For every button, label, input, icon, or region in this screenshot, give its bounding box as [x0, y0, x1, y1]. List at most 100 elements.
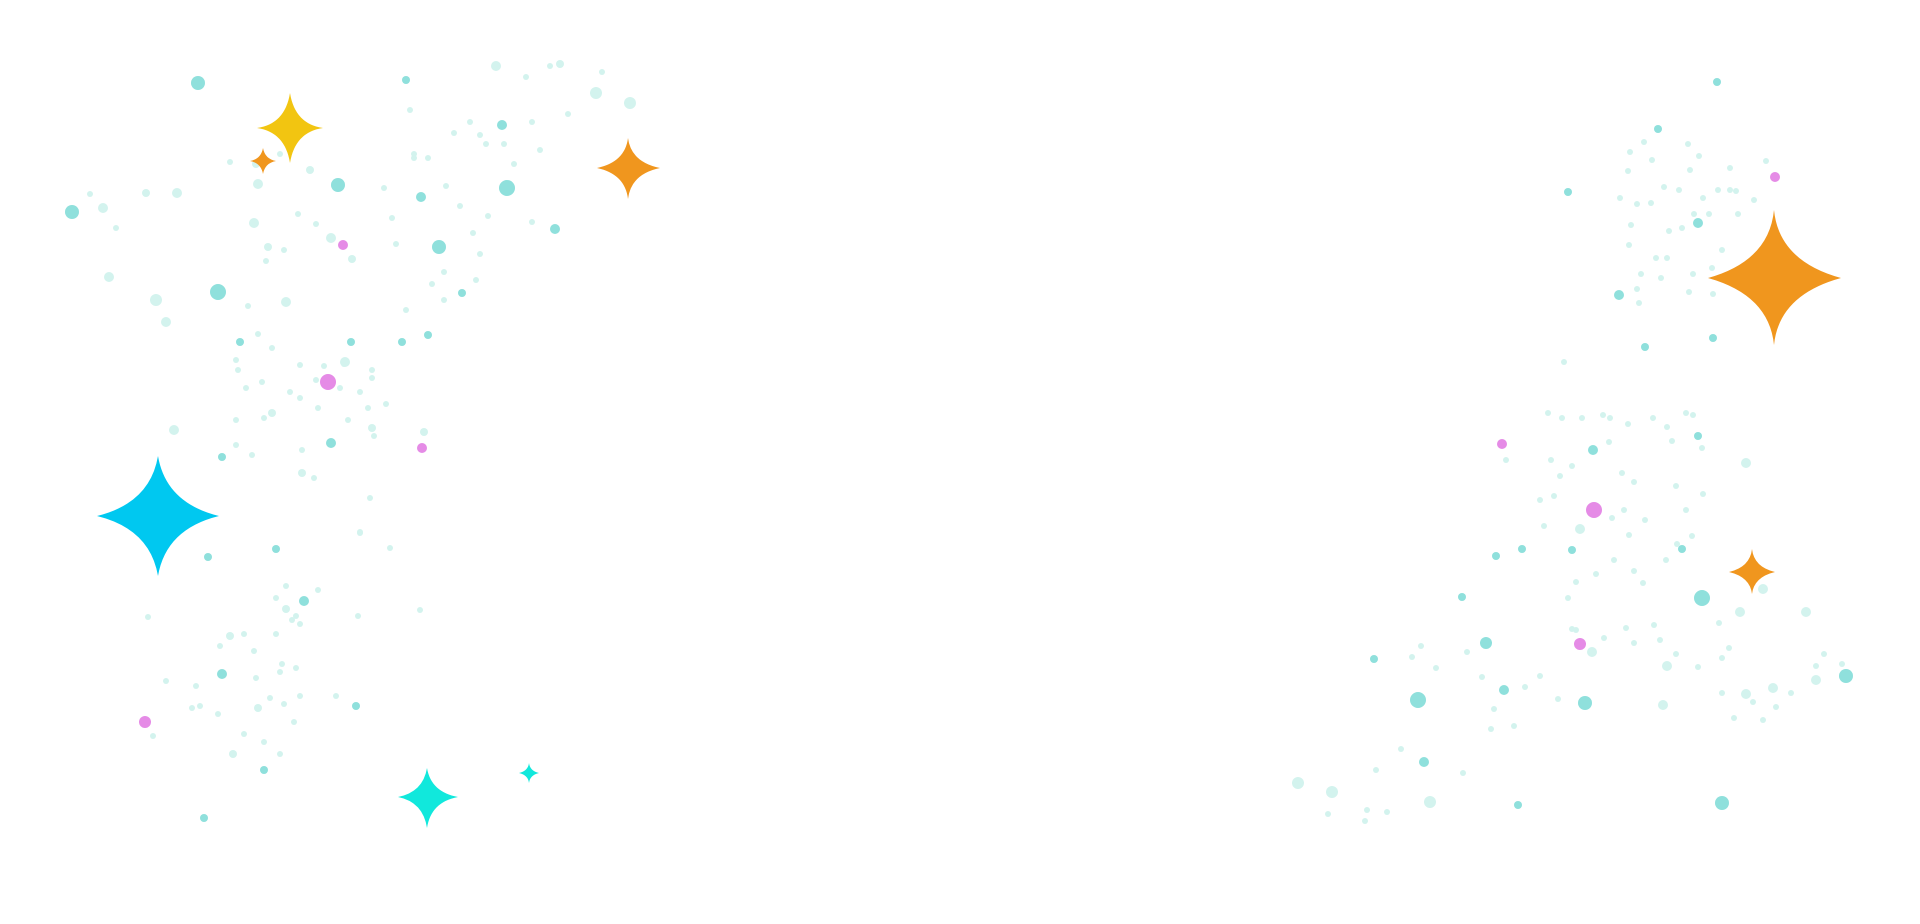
pink-dot	[417, 443, 427, 453]
teal-dot	[326, 438, 336, 448]
teal-dot	[1631, 640, 1637, 646]
teal-dot	[1758, 584, 1768, 594]
teal-dot	[1559, 415, 1565, 421]
teal-dot	[200, 814, 208, 822]
teal-dot	[1716, 620, 1722, 626]
teal-dot	[477, 132, 483, 138]
teal-dot	[1561, 359, 1567, 365]
teal-dot	[1768, 683, 1778, 693]
teal-dot	[477, 251, 483, 257]
teal-dot	[1662, 661, 1672, 671]
teal-dot	[227, 159, 233, 165]
teal-dot	[1614, 290, 1624, 300]
teal-dot	[398, 338, 406, 346]
teal-dot	[473, 277, 479, 283]
teal-dot	[1669, 438, 1675, 444]
teal-dot	[297, 621, 303, 627]
teal-dot	[150, 733, 156, 739]
teal-dot	[1565, 595, 1571, 601]
teal-dot	[1719, 690, 1725, 696]
teal-dot	[491, 61, 501, 71]
teal-dot	[624, 97, 636, 109]
teal-dot	[217, 669, 227, 679]
teal-dot	[1557, 473, 1563, 479]
teal-dot	[1464, 649, 1470, 655]
teal-dot	[1491, 706, 1497, 712]
teal-dot	[233, 417, 239, 423]
teal-dot	[411, 151, 417, 157]
teal-dot	[337, 385, 343, 391]
teal-dot	[255, 331, 261, 337]
teal-dot	[235, 367, 241, 373]
teal-dot	[1648, 200, 1654, 206]
teal-dot	[1741, 458, 1751, 468]
teal-dot	[253, 675, 259, 681]
teal-dot	[1631, 479, 1637, 485]
teal-dot	[1700, 195, 1706, 201]
teal-dot	[1649, 157, 1655, 163]
teal-dot	[1691, 211, 1697, 217]
teal-dot	[1573, 627, 1579, 633]
teal-dot	[1551, 493, 1557, 499]
teal-dot	[383, 401, 389, 407]
teal-dot	[1750, 699, 1756, 705]
teal-dot	[1541, 523, 1547, 529]
teal-dot	[263, 258, 269, 264]
teal-dot	[1398, 746, 1404, 752]
teal-dot	[511, 161, 517, 167]
teal-dot	[268, 409, 276, 417]
teal-dot	[1760, 717, 1766, 723]
teal-dot	[443, 183, 449, 189]
sparkle-orange-icon	[597, 138, 660, 199]
teal-dot	[1713, 78, 1721, 86]
teal-dot	[283, 583, 289, 589]
teal-dot	[1735, 607, 1745, 617]
teal-dot	[293, 613, 299, 619]
teal-dot	[145, 614, 151, 620]
teal-dot	[293, 665, 299, 671]
teal-dot	[1373, 767, 1379, 773]
teal-dot	[1676, 187, 1682, 193]
teal-dot	[229, 750, 237, 758]
teal-dot	[347, 338, 355, 346]
teal-dot	[499, 180, 515, 196]
teal-dot	[1727, 165, 1733, 171]
teal-dot	[236, 338, 244, 346]
teal-dot	[441, 297, 447, 303]
teal-dot	[1679, 225, 1685, 231]
pink-dot	[320, 374, 336, 390]
teal-dot	[104, 272, 114, 282]
teal-dot	[1666, 228, 1672, 234]
teal-dot	[297, 693, 303, 699]
teal-dot	[1715, 796, 1729, 810]
teal-dot	[1617, 195, 1623, 201]
teal-dot	[253, 179, 263, 189]
teal-dot	[1569, 463, 1575, 469]
teal-dot	[1658, 700, 1668, 710]
teal-dot	[1634, 201, 1640, 207]
teal-dot	[281, 297, 291, 307]
teal-dot	[142, 189, 150, 197]
teal-dot	[204, 553, 212, 561]
teal-dot	[189, 705, 195, 711]
teal-dot	[241, 631, 247, 637]
teal-dot	[1433, 665, 1439, 671]
teal-dot	[1638, 271, 1644, 277]
teal-dot	[282, 605, 290, 613]
teal-dot	[217, 643, 223, 649]
teal-dot	[1773, 704, 1779, 710]
teal-dot	[467, 119, 473, 125]
teal-dot	[529, 119, 535, 125]
teal-dot	[1636, 300, 1642, 306]
teal-dot	[1839, 669, 1853, 683]
teal-dot	[1503, 457, 1509, 463]
teal-dot	[1545, 410, 1551, 416]
teal-dot	[277, 151, 283, 157]
teal-dot	[1326, 786, 1338, 798]
teal-dot	[306, 166, 314, 174]
sparkle-dots-left	[65, 60, 636, 822]
teal-dot	[1564, 188, 1572, 196]
teal-dot	[1601, 635, 1607, 641]
pink-dot	[1586, 502, 1602, 518]
